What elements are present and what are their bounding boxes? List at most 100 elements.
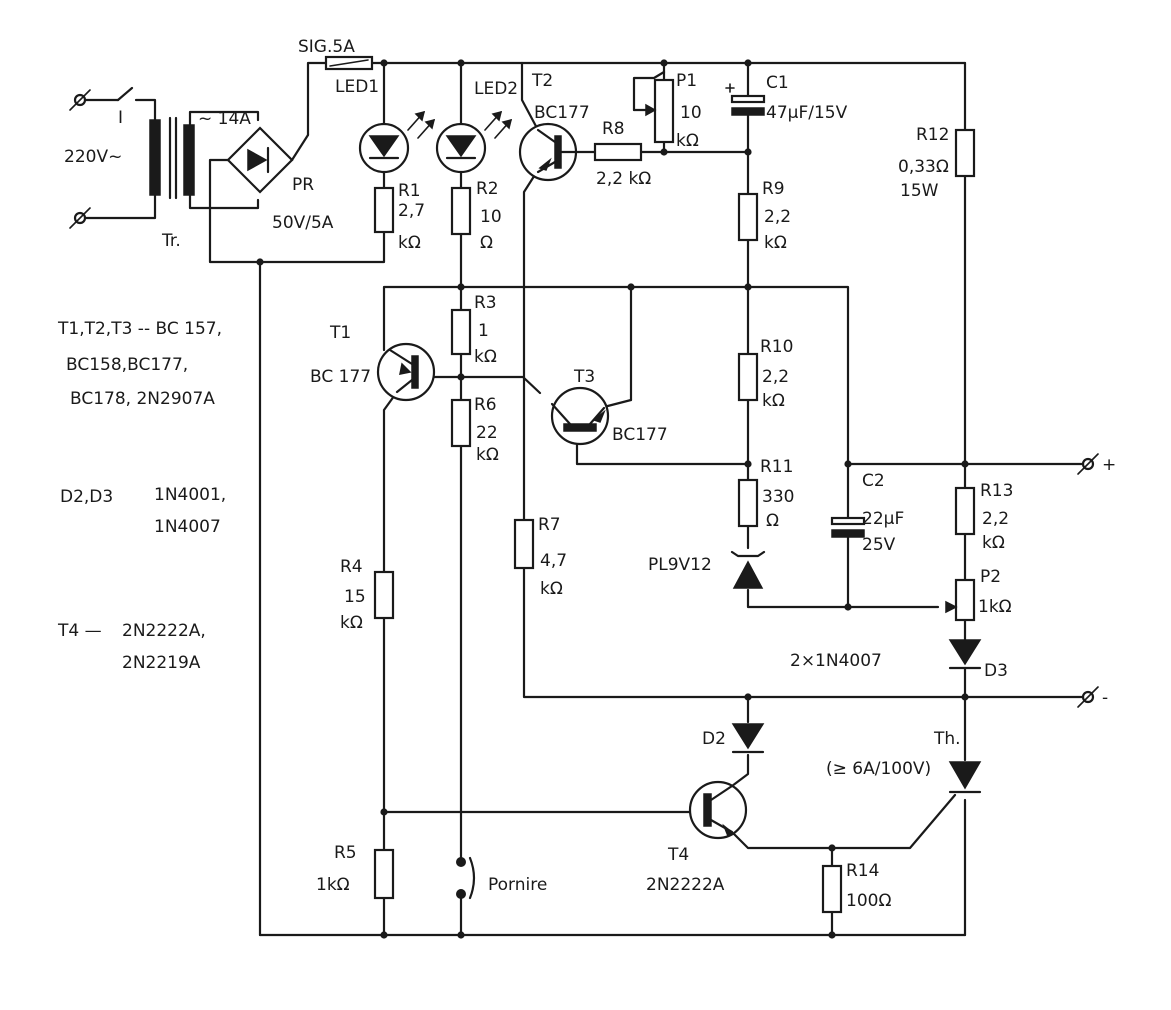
r1-unit: kΩ [398,233,421,253]
thyristor-name: Th. [933,729,961,749]
r11-value: 330 [762,487,794,507]
p2-potentiometer [945,578,976,622]
r14-value: 100Ω [846,891,891,911]
bridge-name: PR [292,175,314,195]
d2-label: D2 [702,729,726,749]
d3-label: D3 [984,661,1008,681]
note-t4-line1: 2N2222A, [122,621,206,641]
t2-transistor [518,122,578,182]
d2-diode [731,723,765,754]
zener-diode [730,550,766,589]
r14-name: R14 [846,861,879,881]
fuse-label: SIG.5A [298,37,355,57]
p2-name: P2 [980,567,1001,587]
r6-name: R6 [474,395,497,415]
r3-name: R3 [474,293,497,313]
c1-value: 47µF/15V [766,103,848,123]
p1-potentiometer [632,78,675,144]
bridge-rating: 50V/5A [272,213,334,233]
r12-power: 15W [900,181,939,201]
led2-symbol [435,110,513,174]
p1-value: 10 [680,103,702,123]
r9-name: R9 [762,179,785,199]
fuse [324,55,374,71]
junction-dots [256,59,969,939]
r13-name: R13 [980,481,1013,501]
r5-name: R5 [334,843,357,863]
r7-unit: kΩ [540,579,563,599]
note-transistors-line2: BC158,BC177, [66,355,188,375]
r4-value: 15 [344,587,366,607]
r2-value: 10 [480,207,502,227]
led2-label: LED2 [474,79,518,99]
switch-label: I [118,108,123,128]
bridge-rectifier [226,126,294,194]
mains-label: 220V~ [64,147,122,167]
r4-name: R4 [340,557,363,577]
c2-name: C2 [862,471,885,491]
t1-name: T1 [329,323,351,343]
r11-name: R11 [760,457,793,477]
r12-value: 0,33Ω [898,157,949,177]
diodes-note: 2×1N4007 [790,651,882,671]
pushbutton-label: Pornire [488,875,547,895]
r6-unit: kΩ [476,445,499,465]
note-t4-label: T4 — [57,621,102,641]
t3-name: T3 [573,367,595,387]
r8-name: R8 [602,119,625,139]
c2-voltage: 25V [862,535,896,555]
r12-name: R12 [916,125,949,145]
labels: I 220V~ Tr. ~ 14A SIG.5A PR 50V/5A LED1 … [64,37,1116,911]
output-terminal-minus [1077,686,1099,708]
r8-value: 2,2 kΩ [596,169,651,189]
r5-value: 1kΩ [316,875,350,895]
r7-value: 4,7 [540,551,567,571]
led1-symbol [358,110,436,174]
r3-value: 1 [478,321,489,341]
t2-type: BC177 [534,103,590,123]
r10-value: 2,2 [762,367,789,387]
output-terminal-plus [1077,453,1099,475]
t2-name: T2 [531,71,553,91]
pushbutton-symbol [456,856,476,900]
mains-terminals [69,89,91,229]
r7-name: R7 [538,515,561,535]
note-transistors-line1: T1,T2,T3 -- BC 157, [57,319,222,339]
note-t4-line2: 2N2219A [122,653,201,673]
r10-name: R10 [760,337,793,357]
resistors [373,128,976,914]
r4-unit: kΩ [340,613,363,633]
r1-name: R1 [398,181,421,201]
wires [82,61,1087,937]
terminal-plus-label: + [1102,455,1116,475]
r9-unit: kΩ [764,233,787,253]
c2-value: 22µF [862,509,904,529]
c2-capacitor [830,516,866,538]
r10-unit: kΩ [762,391,785,411]
r6-value: 22 [476,423,498,443]
note-diodes-line2: 1N4007 [154,517,221,537]
t4-name: T4 [667,845,689,865]
transformer-label: Tr. [161,231,181,251]
thyristor-rating: (≥ 6A/100V) [826,759,931,779]
t3-transistor [550,386,610,446]
note-diodes-line1: 1N4001, [154,485,226,505]
r13-unit: kΩ [982,533,1005,553]
note-transistors-line3: BC178, 2N2907A [70,389,215,409]
r9-value: 2,2 [764,207,791,227]
r1-value: 2,7 [398,201,425,221]
led1-label: LED1 [335,77,379,97]
note-diodes-label: D2,D3 [60,487,113,507]
p1-unit: kΩ [676,131,699,151]
t4-transistor [688,780,748,840]
r2-name: R2 [476,179,499,199]
component-notes: T1,T2,T3 -- BC 157, BC158,BC177, BC178, … [57,319,226,673]
t4-type: 2N2222A [646,875,725,895]
t3-type: BC177 [612,425,668,445]
d3-diode [948,639,982,670]
r13-value: 2,2 [982,509,1009,529]
r2-unit: Ω [480,233,493,253]
thyristor [948,761,982,794]
terminal-minus-label: - [1102,688,1108,708]
r3-unit: kΩ [474,347,497,367]
